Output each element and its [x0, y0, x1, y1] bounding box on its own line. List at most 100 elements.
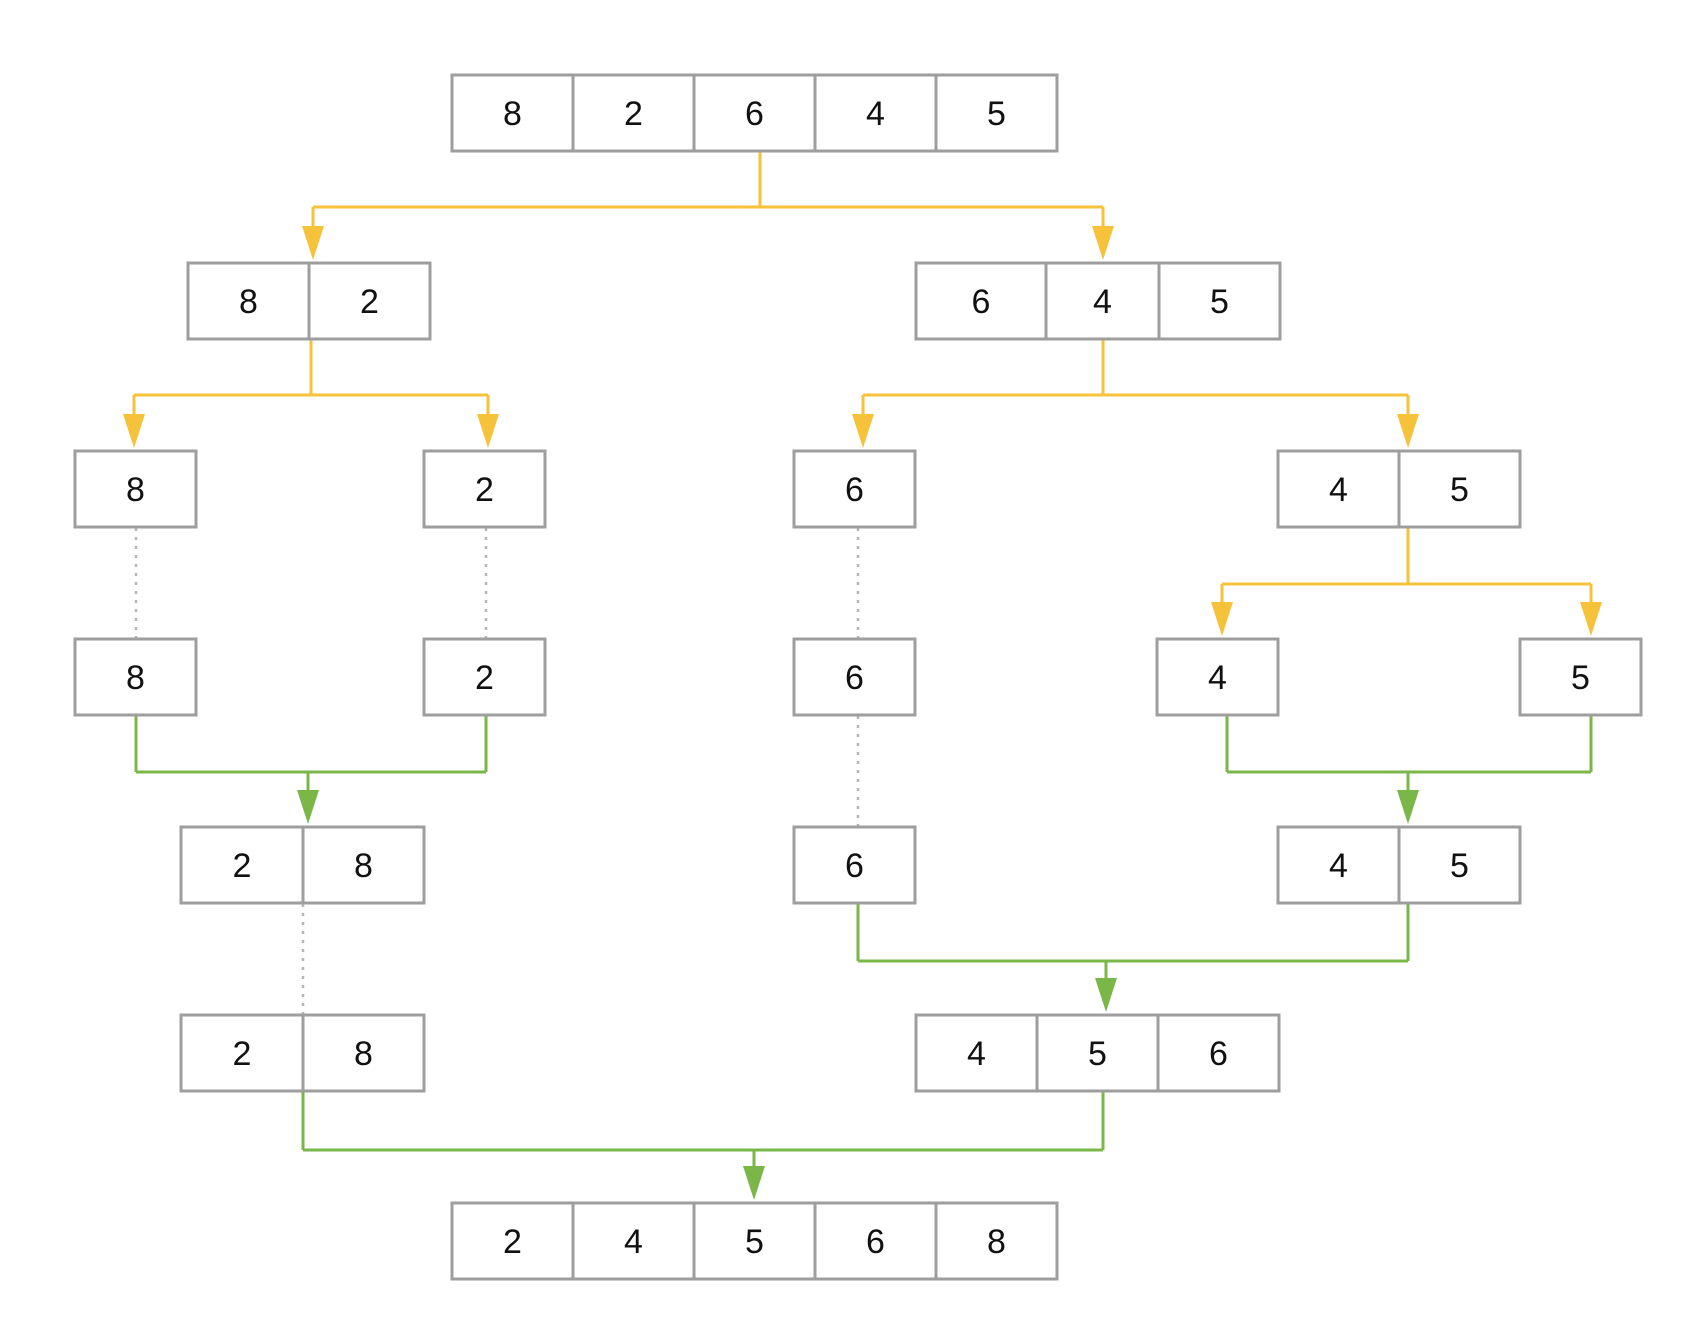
cell-box [1397, 449, 1522, 529]
cell-value: 6 [866, 1223, 885, 1261]
cell-value: 8 [126, 659, 145, 697]
connectors [123, 152, 1602, 1200]
array-cell: 4 [813, 73, 938, 153]
cell-value: 5 [1450, 847, 1469, 885]
cell-box [186, 261, 311, 341]
cell-value: 6 [845, 847, 864, 885]
array-cell: 5 [692, 1201, 817, 1281]
array-cell: 6 [792, 825, 917, 905]
array-cell: 5 [1397, 449, 1522, 529]
cell-box [1156, 1013, 1281, 1093]
cell-value: 2 [624, 95, 643, 133]
array-cell: 4 [1044, 261, 1161, 341]
array-cell: 8 [73, 637, 198, 717]
array-cell: 8 [73, 449, 198, 529]
array-cell: 4 [1276, 825, 1401, 905]
cell-box [914, 261, 1048, 341]
array-node-l2-a: 8 [73, 449, 198, 529]
cell-value: 5 [1210, 283, 1229, 321]
cell-value: 2 [360, 283, 379, 321]
array-node-l3-b: 2 [422, 637, 547, 717]
cell-box [450, 73, 575, 153]
array-cell: 4 [1276, 449, 1401, 529]
cell-value: 4 [1329, 847, 1348, 885]
cell-value: 8 [126, 471, 145, 509]
array-cell: 4 [1155, 637, 1280, 717]
cell-value: 8 [354, 1035, 373, 1073]
cell-value: 2 [233, 847, 252, 885]
cell-box [934, 1201, 1059, 1281]
cell-value: 4 [1208, 659, 1227, 697]
cell-box [792, 825, 917, 905]
cell-box [307, 261, 432, 341]
array-cell: 8 [301, 1013, 426, 1093]
array-node-l3-a: 8 [73, 637, 198, 717]
cell-box [301, 825, 426, 905]
cell-box [934, 73, 1059, 153]
array-cell: 8 [301, 825, 426, 905]
cell-box [914, 1013, 1039, 1093]
array-node-l3-c: 6 [792, 637, 917, 717]
cell-value: 4 [967, 1035, 986, 1073]
array-cell: 4 [571, 1201, 696, 1281]
cell-value: 8 [239, 283, 258, 321]
cell-box [1157, 261, 1282, 341]
array-cell: 6 [813, 1201, 938, 1281]
cell-value: 4 [866, 95, 885, 133]
merge-arrow [297, 790, 319, 824]
cell-value: 5 [1571, 659, 1590, 697]
array-cell: 5 [934, 73, 1059, 153]
cell-box [450, 1201, 575, 1281]
split-arrow [1397, 414, 1419, 448]
cell-box [1518, 637, 1643, 717]
array-cell: 2 [450, 1201, 575, 1281]
cell-box [422, 637, 547, 717]
cell-value: 4 [624, 1223, 643, 1261]
cell-box [301, 1013, 426, 1093]
cell-value: 6 [972, 283, 991, 321]
array-cell: 5 [1035, 1013, 1160, 1093]
cell-value: 5 [1088, 1035, 1107, 1073]
split-arrow [852, 414, 874, 448]
cell-value: 8 [354, 847, 373, 885]
split-arrow [1092, 226, 1114, 260]
array-node-l1-right: 6 4 5 [914, 261, 1282, 341]
array-cell: 8 [186, 261, 311, 341]
cell-value: 6 [845, 659, 864, 697]
merge-arrow [1095, 978, 1117, 1012]
cell-value: 2 [233, 1035, 252, 1073]
array-cell: 6 [692, 73, 817, 153]
cell-value: 5 [745, 1223, 764, 1261]
cell-value: 4 [1093, 283, 1112, 321]
cell-value: 8 [987, 1223, 1006, 1261]
cell-box [792, 637, 917, 717]
array-cell: 5 [1397, 825, 1522, 905]
array-cell: 2 [179, 825, 305, 905]
cell-box [73, 637, 198, 717]
cell-box [179, 825, 305, 905]
cell-value: 4 [1329, 471, 1348, 509]
cell-value: 6 [1209, 1035, 1228, 1073]
array-cell: 4 [914, 1013, 1039, 1093]
array-node-l3-d: 4 [1155, 637, 1280, 717]
array-cell: 6 [792, 449, 917, 529]
cell-box [1276, 825, 1401, 905]
array-cell: 5 [1157, 261, 1282, 341]
cell-value: 2 [475, 471, 494, 509]
cell-box [1035, 1013, 1160, 1093]
cell-box [1155, 637, 1280, 717]
merge-arrow [743, 1166, 765, 1200]
cell-box [792, 449, 917, 529]
cell-box [1044, 261, 1161, 341]
merge-arrow [1397, 790, 1419, 824]
split-arrow [123, 414, 145, 448]
array-node-l2-c: 6 [792, 449, 917, 529]
